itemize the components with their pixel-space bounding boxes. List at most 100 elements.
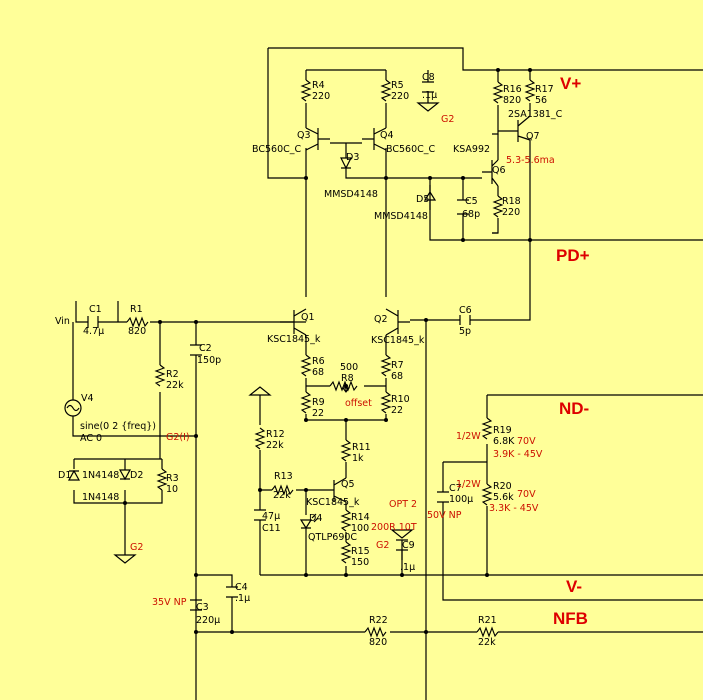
q5-ref: Q5 — [341, 479, 355, 490]
c3-ref: C3 — [196, 602, 209, 613]
g2-label-3: G2 — [376, 540, 389, 551]
c5-val: 68p — [462, 209, 480, 220]
d5-val: MMSD4148 — [374, 211, 428, 222]
r20-power-note: 1/2W — [456, 479, 481, 490]
c6-ref: C6 — [459, 305, 472, 316]
c3-val: 220µ — [196, 615, 220, 626]
c7-ref: C7 — [449, 483, 462, 494]
q4-ref: Q4 — [380, 130, 394, 141]
c8-val: .1µ — [422, 90, 437, 101]
r3-val: 10 — [166, 484, 178, 495]
c1-val: 4.7µ — [83, 326, 104, 337]
r20-voltage-2: 3.3K - 45V — [489, 503, 539, 514]
r17-ref: R17 — [535, 84, 554, 95]
voltage-source-v4 — [64, 399, 82, 417]
r19-power-note: 1/2W — [456, 431, 481, 442]
d2-ref: D2 — [130, 470, 143, 481]
c7-rating-note: 50V NP — [427, 510, 462, 521]
opt2-note: OPT 2 — [389, 499, 417, 510]
r13-ref: R13 — [274, 471, 293, 482]
d3-ref: D3 — [346, 152, 359, 163]
q4-val: BC560C_C — [386, 144, 435, 155]
r6-ref: R6 — [312, 356, 325, 367]
q2-val: KSC1845_k — [371, 335, 425, 346]
vin-label: Vin — [55, 316, 70, 327]
diode-symbols — [67, 157, 437, 530]
q1-ref: Q1 — [301, 312, 315, 323]
r13-val: 22k — [273, 490, 291, 501]
c4-val: .1µ — [235, 593, 250, 604]
c11-ref: C11 — [262, 523, 281, 534]
junction-dots — [123, 68, 532, 634]
r20-ref: R20 — [493, 481, 512, 492]
c3-rating-note: 35V NP — [152, 597, 187, 608]
offset-note: offset — [345, 398, 372, 409]
r12-val: 22k — [266, 440, 284, 451]
g2-label-1: G2 — [441, 114, 454, 125]
d5-ref: D5 — [416, 194, 429, 205]
r19-voltage-2: 3.9K - 45V — [493, 449, 543, 460]
c1-ref: C1 — [89, 304, 102, 315]
r6-val: 68 — [312, 367, 324, 378]
q7-val: 2SA1381_C — [508, 109, 563, 120]
nfb-label: NFB — [553, 609, 588, 628]
r21-val: 22k — [478, 637, 496, 648]
q5-val: KSC1845_k — [306, 497, 360, 508]
r11-val: 1k — [352, 453, 364, 464]
c6-val: 5p — [459, 326, 471, 337]
q7-ref: Q7 — [526, 131, 540, 142]
c5-ref: C5 — [465, 196, 478, 207]
q2-ref: Q2 — [374, 314, 388, 325]
v4-ref: V4 — [81, 393, 94, 404]
q1-val: KSC1845_k — [267, 334, 321, 345]
c2-val: 150p — [197, 355, 221, 366]
c4-ref: C4 — [235, 582, 248, 593]
c11-val: 47µ — [262, 511, 280, 522]
r3-ref: R3 — [166, 473, 179, 484]
r17-val: 56 — [535, 95, 547, 106]
q3-ref: Q3 — [297, 130, 311, 141]
r22-val: 820 — [369, 637, 387, 648]
r15-ref: R15 — [351, 546, 370, 557]
r8-ref: R8 — [341, 373, 354, 384]
r9-ref: R9 — [312, 397, 325, 408]
v4-val: sine(0 2 {freq}) — [80, 421, 156, 432]
c8-ref: C8 — [422, 72, 435, 83]
r21-ref: R21 — [478, 615, 497, 626]
r19-voltage-1: 70V — [517, 436, 536, 447]
transistor-symbols — [280, 115, 531, 503]
r16-val: 820 — [503, 95, 521, 106]
resistor-symbols — [126, 79, 536, 638]
pdplus-label: PD+ — [556, 246, 590, 265]
r10-val: 22 — [391, 405, 403, 416]
q6-current-note: 5.3-5.6ma — [506, 155, 555, 166]
r18-ref: R18 — [502, 196, 521, 207]
q6-val: KSA992 — [453, 144, 490, 155]
r20-val: 5.6k — [493, 492, 514, 503]
r5-val: 220 — [391, 91, 409, 102]
c2-ref: C2 — [199, 343, 212, 354]
d4-ref: D4 — [309, 513, 322, 524]
c9-ref: C9 — [402, 540, 415, 551]
r9-val: 22 — [312, 408, 324, 419]
d1-val: 1N4148 — [82, 470, 119, 481]
c9-val: .1µ — [400, 562, 415, 573]
c7-val: 100µ — [449, 494, 473, 505]
d4-val: QTLP690C — [308, 532, 357, 543]
annotation-notes: 5.3-5.6ma offset OPT 2 200R 10T 50V NP 3… — [152, 155, 555, 608]
r15-val: 150 — [351, 557, 369, 568]
r14-ref: R14 — [351, 512, 370, 523]
component-labels: R4 220 R5 220 C8 .1µ R16 820 R17 56 Q3 B… — [58, 72, 563, 648]
vplus-label: V+ — [560, 74, 581, 93]
r10-ref: R10 — [391, 394, 410, 405]
r7-ref: R7 — [391, 360, 404, 371]
r4-val: 220 — [312, 91, 330, 102]
r1-ref: R1 — [130, 304, 143, 315]
ndminus-label: ND- — [559, 399, 589, 418]
ground-symbols — [113, 102, 440, 564]
r12-ref: R12 — [266, 429, 285, 440]
r16-ref: R16 — [503, 84, 522, 95]
g2-label-2: G2 — [130, 542, 143, 553]
